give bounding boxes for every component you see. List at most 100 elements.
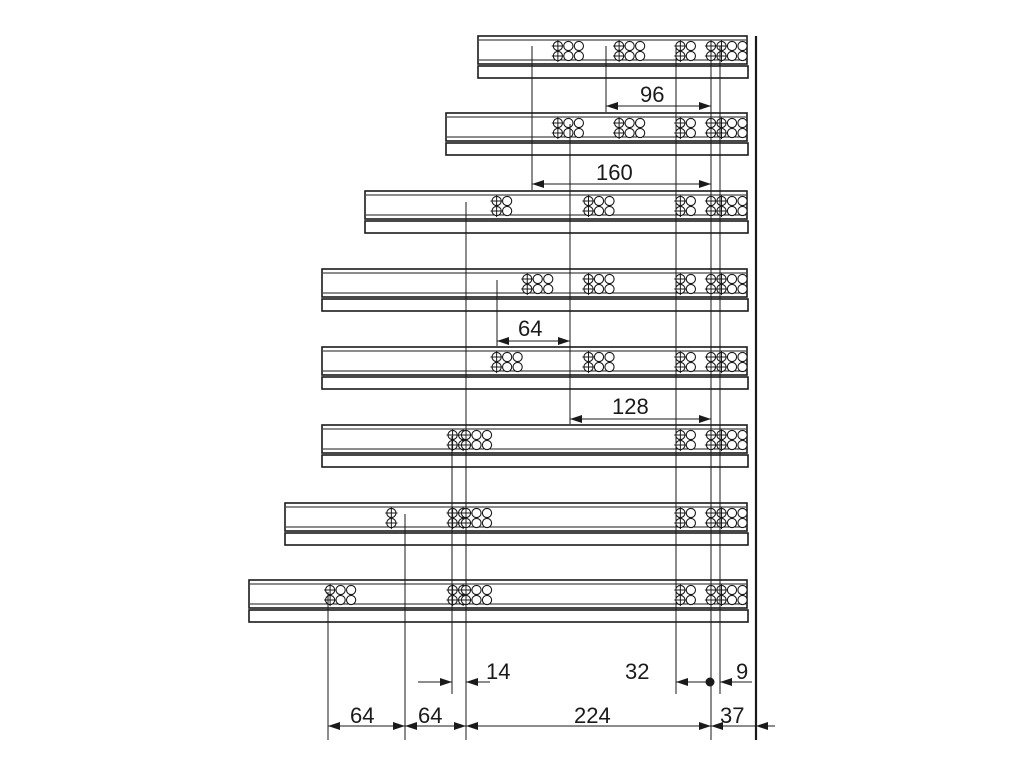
hole-icon bbox=[726, 195, 738, 207]
hole-icon bbox=[685, 273, 697, 285]
hole-icon bbox=[685, 584, 697, 596]
hole-icon bbox=[737, 273, 748, 285]
rail-4 bbox=[321, 268, 749, 312]
hole-icon bbox=[685, 517, 697, 529]
hole-icon bbox=[726, 40, 738, 52]
hole-icon bbox=[726, 205, 738, 217]
hole-icon bbox=[737, 517, 748, 529]
hole-icon bbox=[604, 205, 615, 217]
hole-icon bbox=[501, 195, 513, 207]
hole-icon bbox=[685, 117, 697, 129]
hole-group bbox=[459, 428, 493, 452]
hole-icon bbox=[726, 584, 738, 596]
rail-2 bbox=[445, 112, 749, 156]
rail-flange bbox=[248, 609, 749, 623]
hole-icon bbox=[481, 584, 493, 596]
hole-icon bbox=[737, 127, 748, 139]
dimension-37: 37 bbox=[711, 703, 775, 730]
hole-group bbox=[582, 350, 615, 374]
hole-icon bbox=[624, 117, 635, 129]
hole-icon bbox=[543, 273, 554, 285]
hole-icon bbox=[685, 429, 697, 441]
dimension-128-label: 128 bbox=[612, 394, 649, 419]
hole-icon bbox=[685, 195, 697, 207]
hole-icon bbox=[512, 351, 523, 363]
hole-icon bbox=[726, 361, 738, 373]
hole-icon bbox=[573, 40, 585, 52]
hole-icon bbox=[737, 117, 748, 129]
hole-icon bbox=[726, 127, 738, 139]
rail-flange bbox=[321, 298, 749, 312]
rail-1 bbox=[477, 35, 749, 79]
hole-icon bbox=[634, 40, 646, 52]
rail-3 bbox=[364, 190, 749, 234]
rail-flange bbox=[445, 142, 749, 156]
hole-icon bbox=[345, 584, 357, 596]
dimension-128: 128 bbox=[570, 394, 711, 423]
guide-lines-layer bbox=[327, 46, 721, 740]
hole-icon bbox=[532, 273, 543, 285]
hole-icon bbox=[726, 517, 738, 529]
hole-icon bbox=[471, 584, 482, 596]
hole-icon bbox=[726, 351, 738, 363]
hole-icon bbox=[471, 594, 482, 606]
hole-group bbox=[704, 194, 748, 218]
hole-icon bbox=[604, 195, 615, 207]
hole-group bbox=[490, 194, 513, 218]
dimension-14-label: 14 bbox=[486, 659, 510, 684]
hole-icon bbox=[737, 439, 748, 451]
hole-icon bbox=[726, 117, 738, 129]
hole-icon bbox=[593, 351, 605, 363]
dimension-64-right-label: 64 bbox=[418, 703, 442, 728]
rails-layer bbox=[248, 35, 749, 623]
hole-icon bbox=[604, 351, 615, 363]
dimension-9-label: 9 bbox=[736, 659, 748, 684]
rail-flange bbox=[364, 220, 749, 234]
hole-icon bbox=[737, 351, 748, 363]
hole-icon bbox=[685, 283, 697, 295]
hole-icon bbox=[737, 361, 748, 373]
hole-icon bbox=[543, 283, 554, 295]
hole-icon bbox=[737, 283, 748, 295]
hole-icon bbox=[481, 507, 493, 519]
hole-icon bbox=[624, 40, 635, 52]
hole-group bbox=[490, 350, 523, 374]
hole-icon bbox=[481, 439, 493, 451]
rail-5 bbox=[321, 346, 749, 390]
hole-group bbox=[521, 272, 554, 296]
hole-icon bbox=[481, 429, 493, 441]
hole-icon bbox=[737, 429, 748, 441]
hole-group bbox=[674, 583, 697, 607]
hole-icon bbox=[471, 507, 482, 519]
hole-icon bbox=[563, 50, 574, 62]
rail-profile bbox=[477, 35, 748, 65]
rail-flange bbox=[284, 532, 749, 546]
hole-icon bbox=[624, 50, 635, 62]
hole-icon bbox=[685, 507, 697, 519]
dimension-160-label: 160 bbox=[596, 160, 633, 185]
rail-flange bbox=[321, 376, 749, 390]
hole-icon bbox=[573, 117, 585, 129]
hole-icon bbox=[685, 40, 697, 52]
rail-7 bbox=[284, 502, 749, 546]
dimension-37-label: 37 bbox=[720, 703, 744, 728]
dimension-96-label: 96 bbox=[640, 82, 664, 107]
hole-icon bbox=[604, 273, 615, 285]
hole-icon bbox=[604, 361, 615, 373]
hole-icon bbox=[563, 40, 574, 52]
hole-icon bbox=[685, 50, 697, 62]
dimension-96: 96 bbox=[606, 82, 711, 110]
dimension-9: 9 bbox=[720, 659, 752, 686]
dimension-64-right: 64 bbox=[405, 703, 466, 730]
hole-icon bbox=[624, 127, 635, 139]
hole-icon bbox=[726, 273, 738, 285]
hole-icon bbox=[573, 50, 585, 62]
hole-icon bbox=[512, 361, 523, 373]
hole-icon bbox=[737, 507, 748, 519]
hole-icon bbox=[563, 117, 574, 129]
dimension-224-label: 224 bbox=[574, 703, 611, 728]
hole-group bbox=[674, 506, 697, 530]
dimension-14: 14 bbox=[418, 659, 510, 686]
dimension-64-left-label: 64 bbox=[350, 703, 374, 728]
hole-icon bbox=[634, 117, 646, 129]
